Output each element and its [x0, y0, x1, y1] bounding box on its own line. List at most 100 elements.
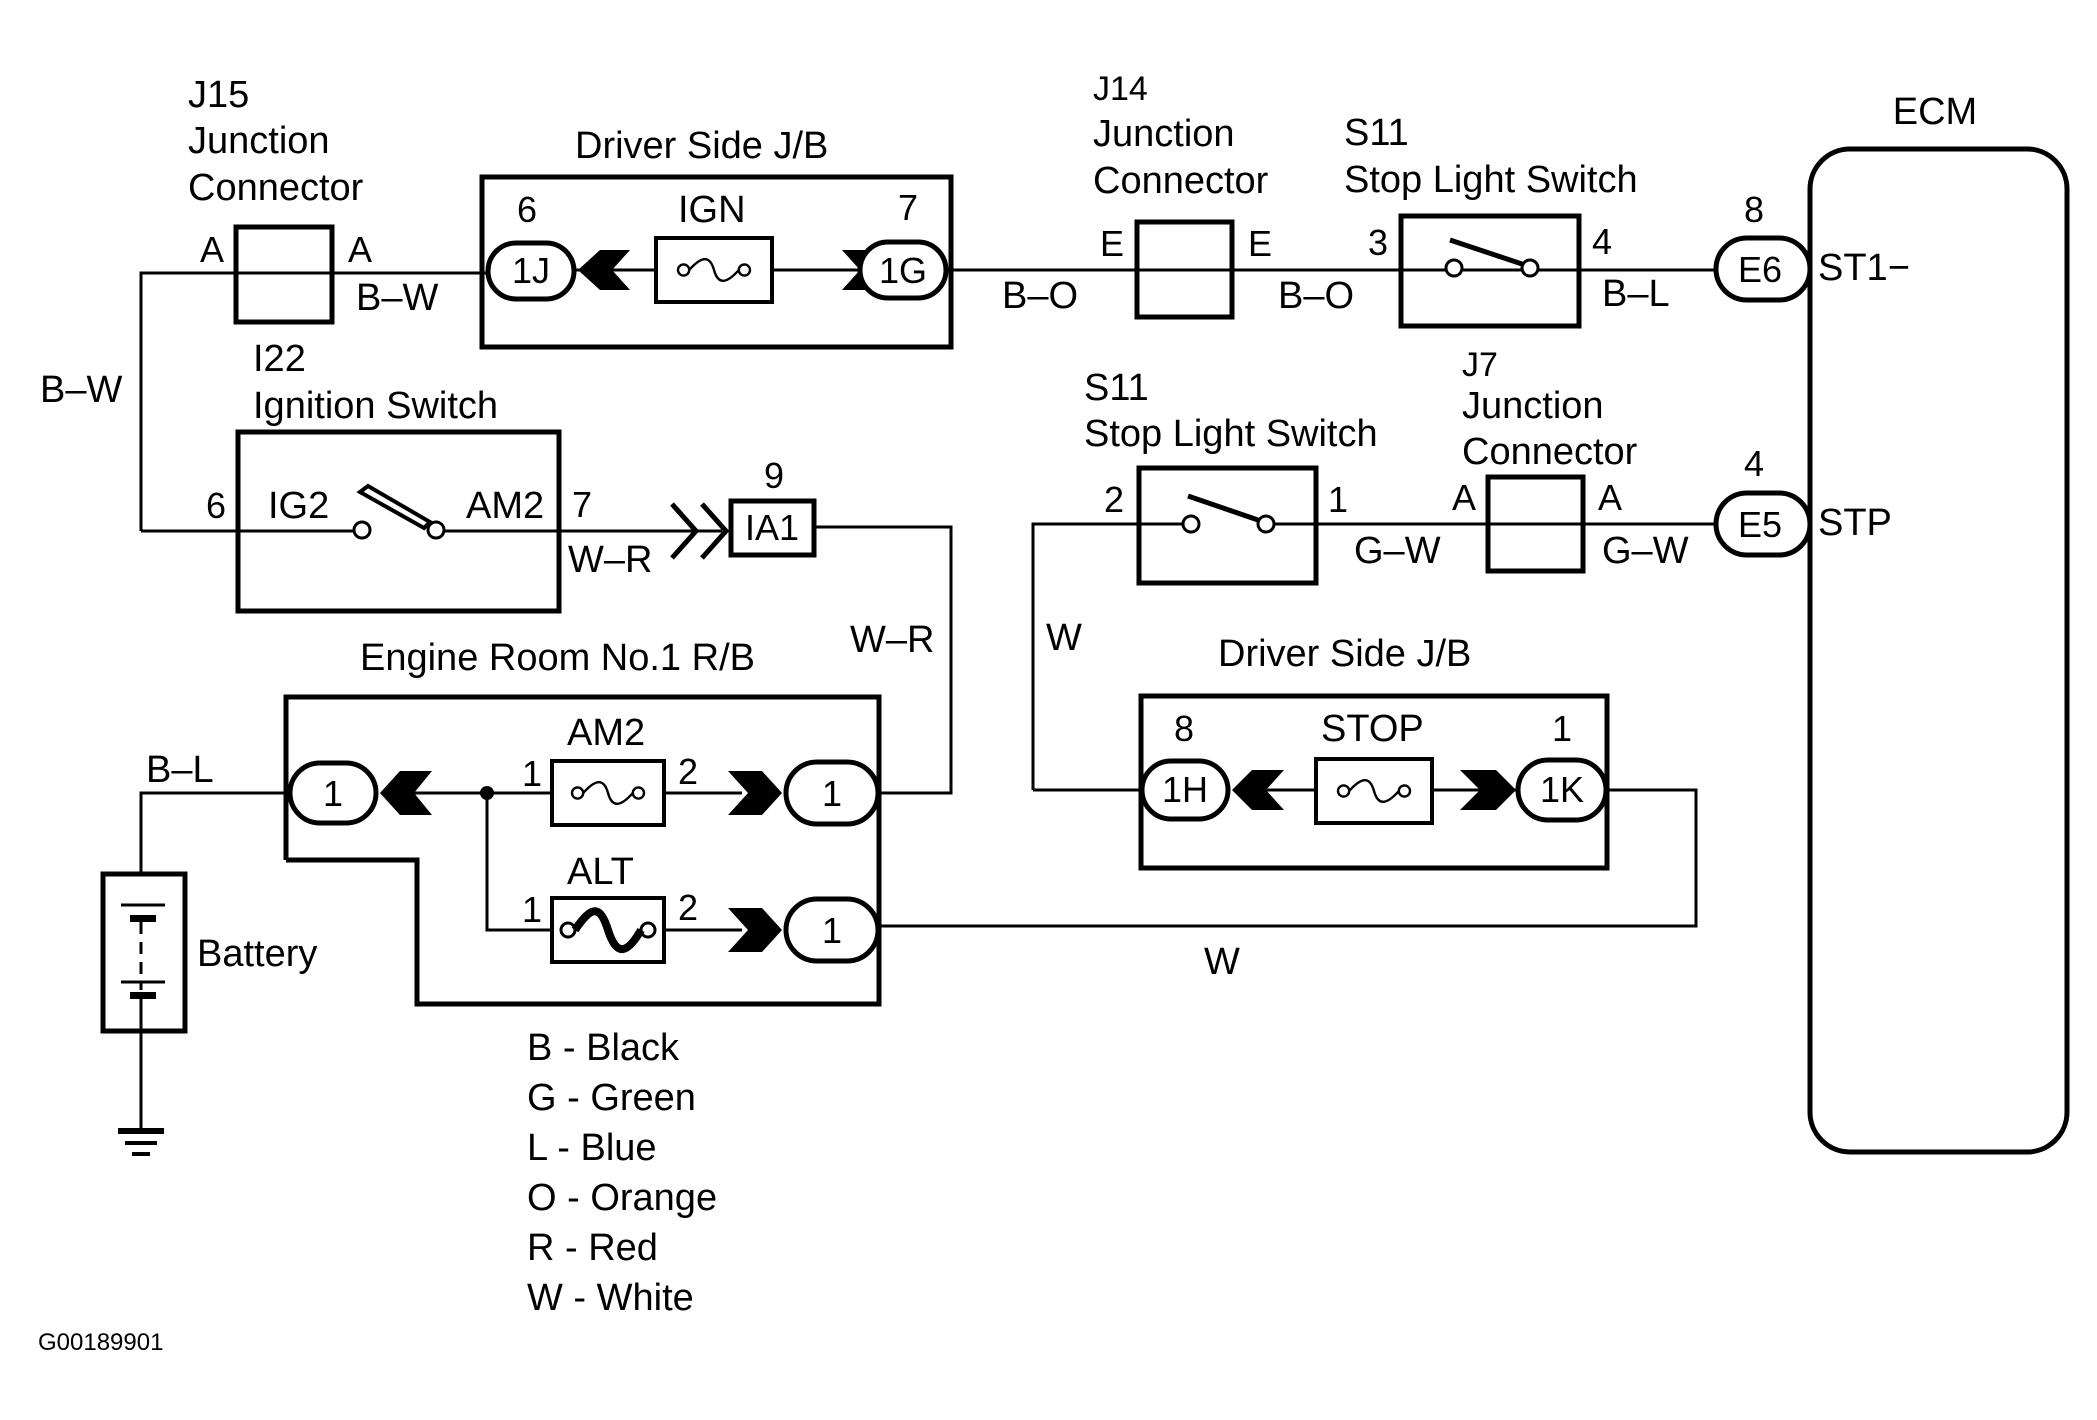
connector-e6	[1713, 235, 1813, 303]
s11-bot-pin-1: 1	[1328, 479, 1348, 520]
legend-item: G - Green	[527, 1077, 696, 1119]
errb-connector-out-am2	[783, 759, 881, 827]
connector-1k-label: 1K	[1540, 769, 1584, 810]
i22-term-am2: AM2	[466, 485, 544, 527]
female-terminal-icon	[1232, 770, 1284, 810]
ecm-title: ECM	[1893, 91, 1977, 133]
i22-name: Ignition Switch	[253, 385, 498, 427]
connector-1g-label: 1G	[879, 250, 927, 291]
j7-junction-connector: J7 Junction Connector A A	[1452, 346, 1638, 574]
ecm-terminal-st1: ST1−	[1818, 247, 1910, 289]
connector-1h	[1139, 758, 1231, 822]
wire-label-b-o-2: B–O	[1278, 275, 1354, 317]
s11-bot-name: Stop Light Switch	[1084, 413, 1378, 455]
wire-b-w-top	[139, 271, 486, 531]
connector-1g	[857, 239, 949, 301]
switch-contact-icon	[352, 520, 372, 540]
wire-label-g-w-1: G–W	[1354, 530, 1441, 572]
ia1-connector: 9 IA1	[728, 455, 817, 558]
ecm-pin-4: 4	[1744, 443, 1764, 484]
ground-icon	[118, 1031, 164, 1156]
errb-connector-out-alt	[783, 896, 881, 964]
battery: Battery	[100, 871, 317, 1034]
switch-blade-icon	[1449, 237, 1523, 267]
s11-top-id: S11	[1344, 112, 1409, 154]
j15-pin-right: A	[348, 229, 372, 270]
wire-label-w-vertical: W	[1046, 617, 1082, 659]
j14-junction-connector: J14 Junction Connector E E	[1093, 70, 1272, 320]
i22-term-ig2: IG2	[268, 485, 329, 527]
wire-label-w-r-1: W–R	[568, 539, 652, 581]
legend-item: W - White	[527, 1277, 694, 1319]
wire-w-r-down	[814, 525, 953, 795]
wire-label-g-w-2: G–W	[1602, 530, 1689, 572]
dsjb-top-pin-6: 6	[517, 189, 537, 230]
j7-pin-right: A	[1598, 477, 1622, 518]
j15-pin-left: A	[200, 229, 224, 270]
s11-top-name: Stop Light Switch	[1344, 159, 1638, 201]
alt-pin-1: 1	[522, 889, 542, 930]
wire-label-b-l-ecm: B–L	[1602, 273, 1670, 315]
figure-id: G00189901	[38, 1329, 163, 1356]
errb-connector-in-label: 1	[323, 773, 343, 814]
j14-pin-left: E	[1100, 223, 1124, 264]
stop-fuse-label: STOP	[1321, 708, 1424, 750]
j7-pin-left: A	[1452, 477, 1476, 518]
j15-label-line1: Junction	[188, 120, 330, 162]
male-terminal-icon	[670, 502, 700, 560]
ecm-terminal-stp: STP	[1818, 502, 1892, 544]
j15-junction-connector: J15 Junction Connector A A	[188, 74, 372, 325]
fusible-link-icon	[559, 907, 657, 953]
ia1-label: IA1	[745, 507, 799, 548]
j14-label-line2: Connector	[1093, 160, 1269, 202]
wire-label-b-l-battery: B–L	[146, 749, 214, 791]
wire-w-stop-feed	[1031, 522, 1139, 790]
i22-ignition-switch: I22 Ignition Switch 6 IG2 AM2 7	[141, 338, 722, 614]
female-terminal-icon	[578, 250, 630, 290]
battery-label: Battery	[197, 933, 317, 975]
j14-label-line1: Junction	[1093, 113, 1235, 155]
dsjb-top-title: Driver Side J/B	[575, 125, 828, 167]
male-terminal-icon	[728, 908, 782, 952]
wire-color-legend: B - Black G - Green L - Blue O - Orange …	[527, 1027, 717, 1319]
j7-id: J7	[1462, 346, 1498, 384]
s11-bot-pin-2: 2	[1104, 479, 1124, 520]
i22-pin-6: 6	[206, 485, 226, 526]
errb-title: Engine Room No.1 R/B	[360, 637, 755, 679]
s11-stop-light-switch-top: S11 Stop Light Switch 3 4	[1344, 112, 1638, 329]
legend-item: B - Black	[527, 1027, 680, 1069]
j14-id: J14	[1093, 70, 1148, 108]
wire-label-b-o-1: B–O	[1002, 275, 1078, 317]
j7-label-line1: Junction	[1462, 385, 1604, 427]
wire-label-w-bottom: W	[1204, 941, 1240, 983]
alt-fuse-label: ALT	[567, 851, 634, 893]
legend-item: L - Blue	[527, 1127, 657, 1169]
ecm: ECM 8 E6 ST1− 4 E5 STP	[1713, 91, 2070, 1155]
switch-blade-icon	[1187, 493, 1259, 523]
ia1-pin-9: 9	[764, 455, 784, 496]
dsjb-bot-pin-1: 1	[1552, 708, 1572, 749]
driver-side-jb-bottom: Driver Side J/B 8 1 STOP 1H 1K	[1033, 633, 1610, 871]
engine-room-no1-rb: Engine Room No.1 R/B B–L 1 AM2 1 2 1 ALT…	[139, 637, 882, 1007]
connector-e5-label: E5	[1738, 504, 1782, 545]
j14-pin-right: E	[1248, 223, 1272, 264]
wire-w-alt-return	[879, 788, 1698, 928]
s11-top-pin-3: 3	[1368, 222, 1388, 263]
male-terminal-icon	[1460, 770, 1516, 810]
j15-label-line2: Connector	[188, 167, 364, 209]
female-terminal-icon	[380, 771, 432, 815]
male-terminal-icon	[728, 771, 782, 815]
errb-connector-out-alt-label: 1	[822, 910, 842, 951]
errb-connector-out-am2-label: 1	[822, 773, 842, 814]
dsjb-top-pin-7: 7	[898, 187, 918, 228]
dsjb-bot-pin-8: 8	[1174, 708, 1194, 749]
errb-connector-in	[287, 760, 379, 826]
connector-1h-label: 1H	[1162, 769, 1208, 810]
legend-item: R - Red	[527, 1227, 658, 1269]
dsjb-bot-title: Driver Side J/B	[1218, 633, 1471, 675]
ign-fuse-label: IGN	[678, 189, 746, 231]
wire-label-w-r-2: W–R	[850, 619, 934, 661]
connector-1j-label: 1J	[512, 250, 550, 291]
ecm-pin-8: 8	[1744, 189, 1764, 230]
